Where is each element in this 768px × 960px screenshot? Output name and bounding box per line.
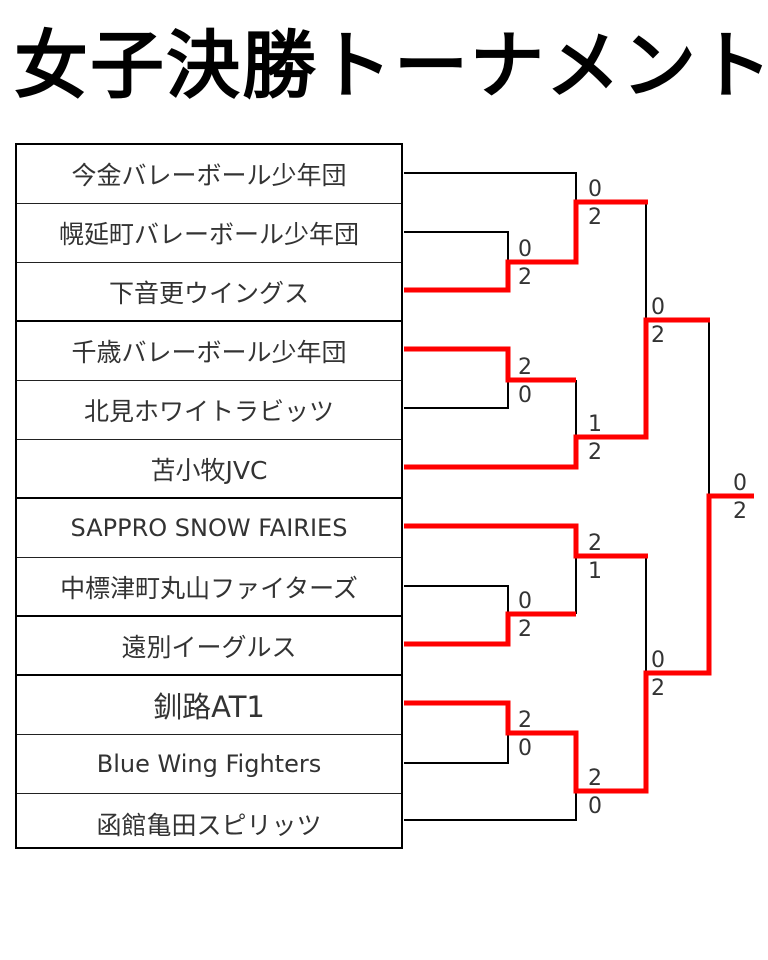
team-cell: 中標津町丸山ファイターズ: [17, 558, 401, 617]
score-bottom: 2: [518, 265, 532, 290]
score-bottom: 0: [518, 736, 532, 761]
team-cell: 今金バレーボール少年団: [17, 145, 401, 204]
score-bottom: 2: [588, 205, 602, 230]
score-bottom: 2: [588, 440, 602, 465]
score-top: 0: [518, 237, 532, 262]
bracket-line: [404, 231, 509, 262]
score-bottom: 2: [651, 323, 665, 348]
score-bottom: 2: [518, 617, 532, 642]
bracket-line: [404, 791, 577, 821]
team-cell: SAPPRO SNOW FAIRIES: [17, 499, 401, 558]
score-top: 2: [518, 708, 532, 733]
team-cell: 北見ホワイトラビッツ: [17, 381, 401, 440]
bracket-line: [404, 733, 509, 764]
bracket-line: [404, 585, 509, 614]
score-top: 2: [588, 766, 602, 791]
bracket-line: [404, 172, 577, 202]
team-cell: 遠別イーグルス: [17, 617, 401, 676]
score-top: 0: [651, 648, 665, 673]
team-cell: 下音更ウイングス: [17, 263, 401, 322]
score-bottom: 0: [518, 383, 532, 408]
score-top: 0: [518, 589, 532, 614]
team-cell: 釧路AT1: [17, 676, 401, 735]
score-bottom: 1: [588, 559, 602, 584]
team-list: 今金バレーボール少年団 幌延町バレーボール少年団 下音更ウイングス 千歳バレーボ…: [15, 143, 403, 849]
score-bottom: 0: [588, 794, 602, 819]
team-cell: 函館亀田スピリッツ: [96, 810, 322, 840]
page-title: 女子決勝トーナメント: [14, 23, 768, 109]
team-cell: 千歳バレーボール少年団: [17, 322, 401, 381]
score-bottom: 2: [651, 676, 665, 701]
team-cell: 苫小牧JVC: [17, 440, 401, 499]
team-cell: 幌延町バレーボール少年団: [17, 204, 401, 263]
score-bottom: 2: [733, 499, 747, 524]
bracket-line: [404, 380, 509, 409]
score-top: 2: [588, 531, 602, 556]
team-cell: Blue Wing Fighters: [17, 735, 401, 794]
score-top: 2: [518, 355, 532, 380]
winner-path: [404, 317, 710, 470]
winner-path: [404, 199, 648, 293]
score-top: 0: [588, 177, 602, 202]
score-top: 1: [588, 412, 602, 437]
score-top: 0: [651, 295, 665, 320]
winner-path: [404, 611, 576, 647]
winner-path: [404, 523, 648, 559]
score-top: 0: [733, 471, 747, 496]
winner-path: [404, 346, 576, 383]
winner-path: [404, 493, 754, 794]
